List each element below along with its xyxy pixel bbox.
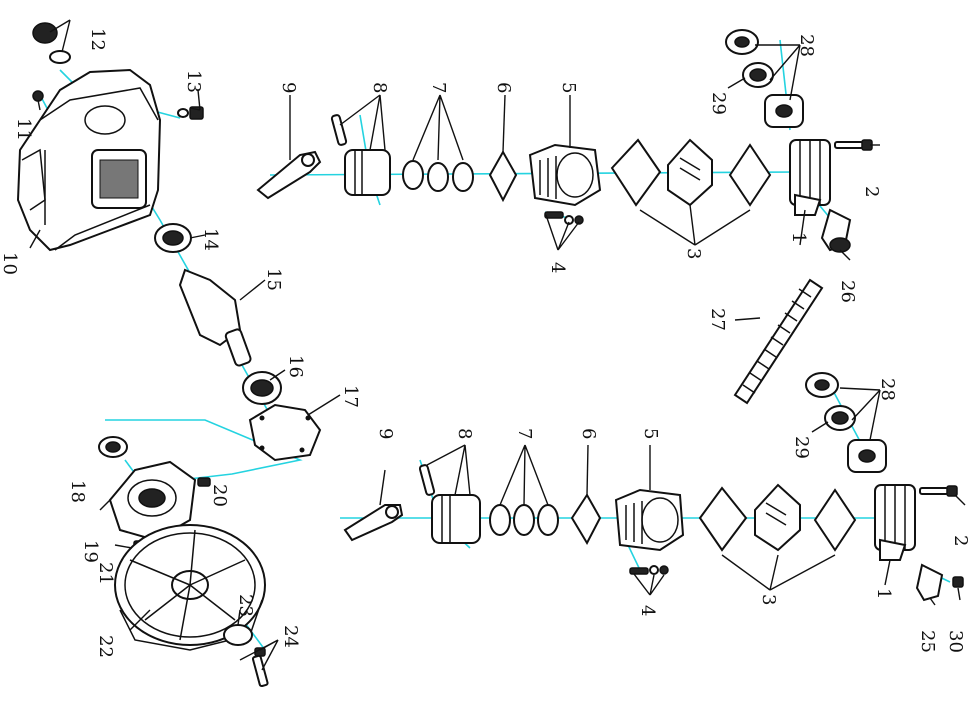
- callout-24: 24: [280, 625, 301, 648]
- callout-8-lower: 8: [454, 428, 475, 439]
- lower-connecting-rod: [343, 504, 404, 542]
- upper-piston-rings: [402, 160, 474, 192]
- callout-10: 10: [0, 252, 20, 275]
- oil-fill-plug: [32, 90, 44, 102]
- callout-29-upper: 29: [708, 92, 729, 115]
- callout-3-lower: 3: [758, 594, 779, 605]
- lower-head-bolt: [919, 485, 958, 497]
- callout-8-upper: 8: [369, 82, 390, 93]
- callout-28-upper: 28: [796, 34, 817, 57]
- callout-labels: 12 11 13 10 14 15 16 17 18 19 20 21 22 2…: [0, 28, 971, 658]
- upper-piston: [330, 114, 391, 196]
- callout-27: 27: [707, 308, 728, 331]
- lower-valve-cap: [805, 372, 839, 398]
- callout-29-lower: 29: [791, 436, 812, 459]
- bearing-lower: [242, 371, 282, 405]
- lower-piston: [418, 464, 481, 544]
- upper-cylinder-studs: [544, 211, 584, 225]
- callout-1-upper: 1: [788, 232, 809, 243]
- callout-19: 19: [80, 540, 101, 563]
- callout-17: 17: [340, 385, 361, 408]
- callout-4-lower: 4: [637, 605, 658, 616]
- callout-6-upper: 6: [493, 82, 514, 93]
- upper-cylinder: [528, 143, 602, 207]
- lower-piston-rings: [489, 504, 559, 536]
- callout-11: 11: [13, 118, 34, 141]
- callout-5-lower: 5: [640, 428, 661, 439]
- callout-20: 20: [209, 484, 230, 507]
- callout-28-lower: 28: [877, 378, 898, 401]
- upper-valve-spring-retainer: [742, 62, 774, 88]
- belt-pulley: [114, 524, 266, 651]
- bearing-upper: [154, 223, 192, 253]
- callout-3-upper: 3: [683, 248, 704, 259]
- lower-cylinder-head: [874, 484, 916, 561]
- callout-2-upper: 2: [861, 186, 882, 197]
- callout-18: 18: [67, 480, 88, 503]
- callout-14: 14: [200, 228, 221, 251]
- upper-head-bolt: [834, 139, 873, 151]
- cover-bolt-20: [197, 477, 211, 487]
- corrugated-hose: [733, 278, 824, 405]
- lower-fitting-nut: [952, 576, 964, 588]
- callout-2-lower: 2: [950, 535, 971, 546]
- pulley-washer: [223, 624, 253, 646]
- callout-25: 25: [917, 630, 938, 653]
- callout-26: 26: [837, 280, 858, 303]
- upper-cylinder-gasket: [488, 149, 518, 203]
- callout-13: 13: [183, 70, 204, 93]
- upper-valve-cap: [725, 29, 759, 55]
- lower-elbow-fitting: [915, 563, 944, 602]
- callout-1-lower: 1: [873, 588, 894, 599]
- lower-cylinder: [614, 488, 685, 552]
- upper-valve-plate-set: [610, 138, 772, 207]
- callout-9-lower: 9: [375, 428, 396, 439]
- lower-valve-plate-set: [698, 483, 857, 552]
- bearing-cover: [108, 460, 197, 542]
- breather-plug: [32, 22, 71, 64]
- callout-9-upper: 9: [278, 82, 299, 93]
- end-cover-gasket: [248, 403, 322, 462]
- callout-7-lower: 7: [514, 428, 535, 439]
- callout-4-upper: 4: [547, 262, 568, 273]
- callout-21: 21: [95, 562, 116, 585]
- lower-cylinder-studs: [629, 565, 669, 575]
- lower-valve-spring-retainer: [824, 405, 856, 431]
- upper-elbow-fitting: [820, 208, 852, 253]
- crankshaft: [178, 268, 252, 367]
- pulley-bolt: [251, 647, 269, 688]
- upper-unloader-body: [764, 94, 804, 128]
- upper-cylinder-head: [789, 139, 831, 216]
- upper-connecting-rod: [256, 150, 322, 200]
- callout-5-upper: 5: [558, 82, 579, 93]
- lower-unloader-body: [847, 439, 887, 473]
- callout-7-upper: 7: [428, 82, 449, 93]
- leader-lines: [29, 19, 966, 671]
- callout-15: 15: [263, 268, 284, 291]
- callout-30: 30: [945, 630, 966, 653]
- oil-seal: [98, 436, 128, 458]
- callout-16: 16: [285, 355, 306, 378]
- callout-22: 22: [95, 635, 116, 658]
- callout-6-lower: 6: [578, 428, 599, 439]
- lower-cylinder-gasket: [570, 493, 602, 546]
- callout-23: 23: [235, 594, 256, 617]
- callout-12: 12: [87, 28, 108, 51]
